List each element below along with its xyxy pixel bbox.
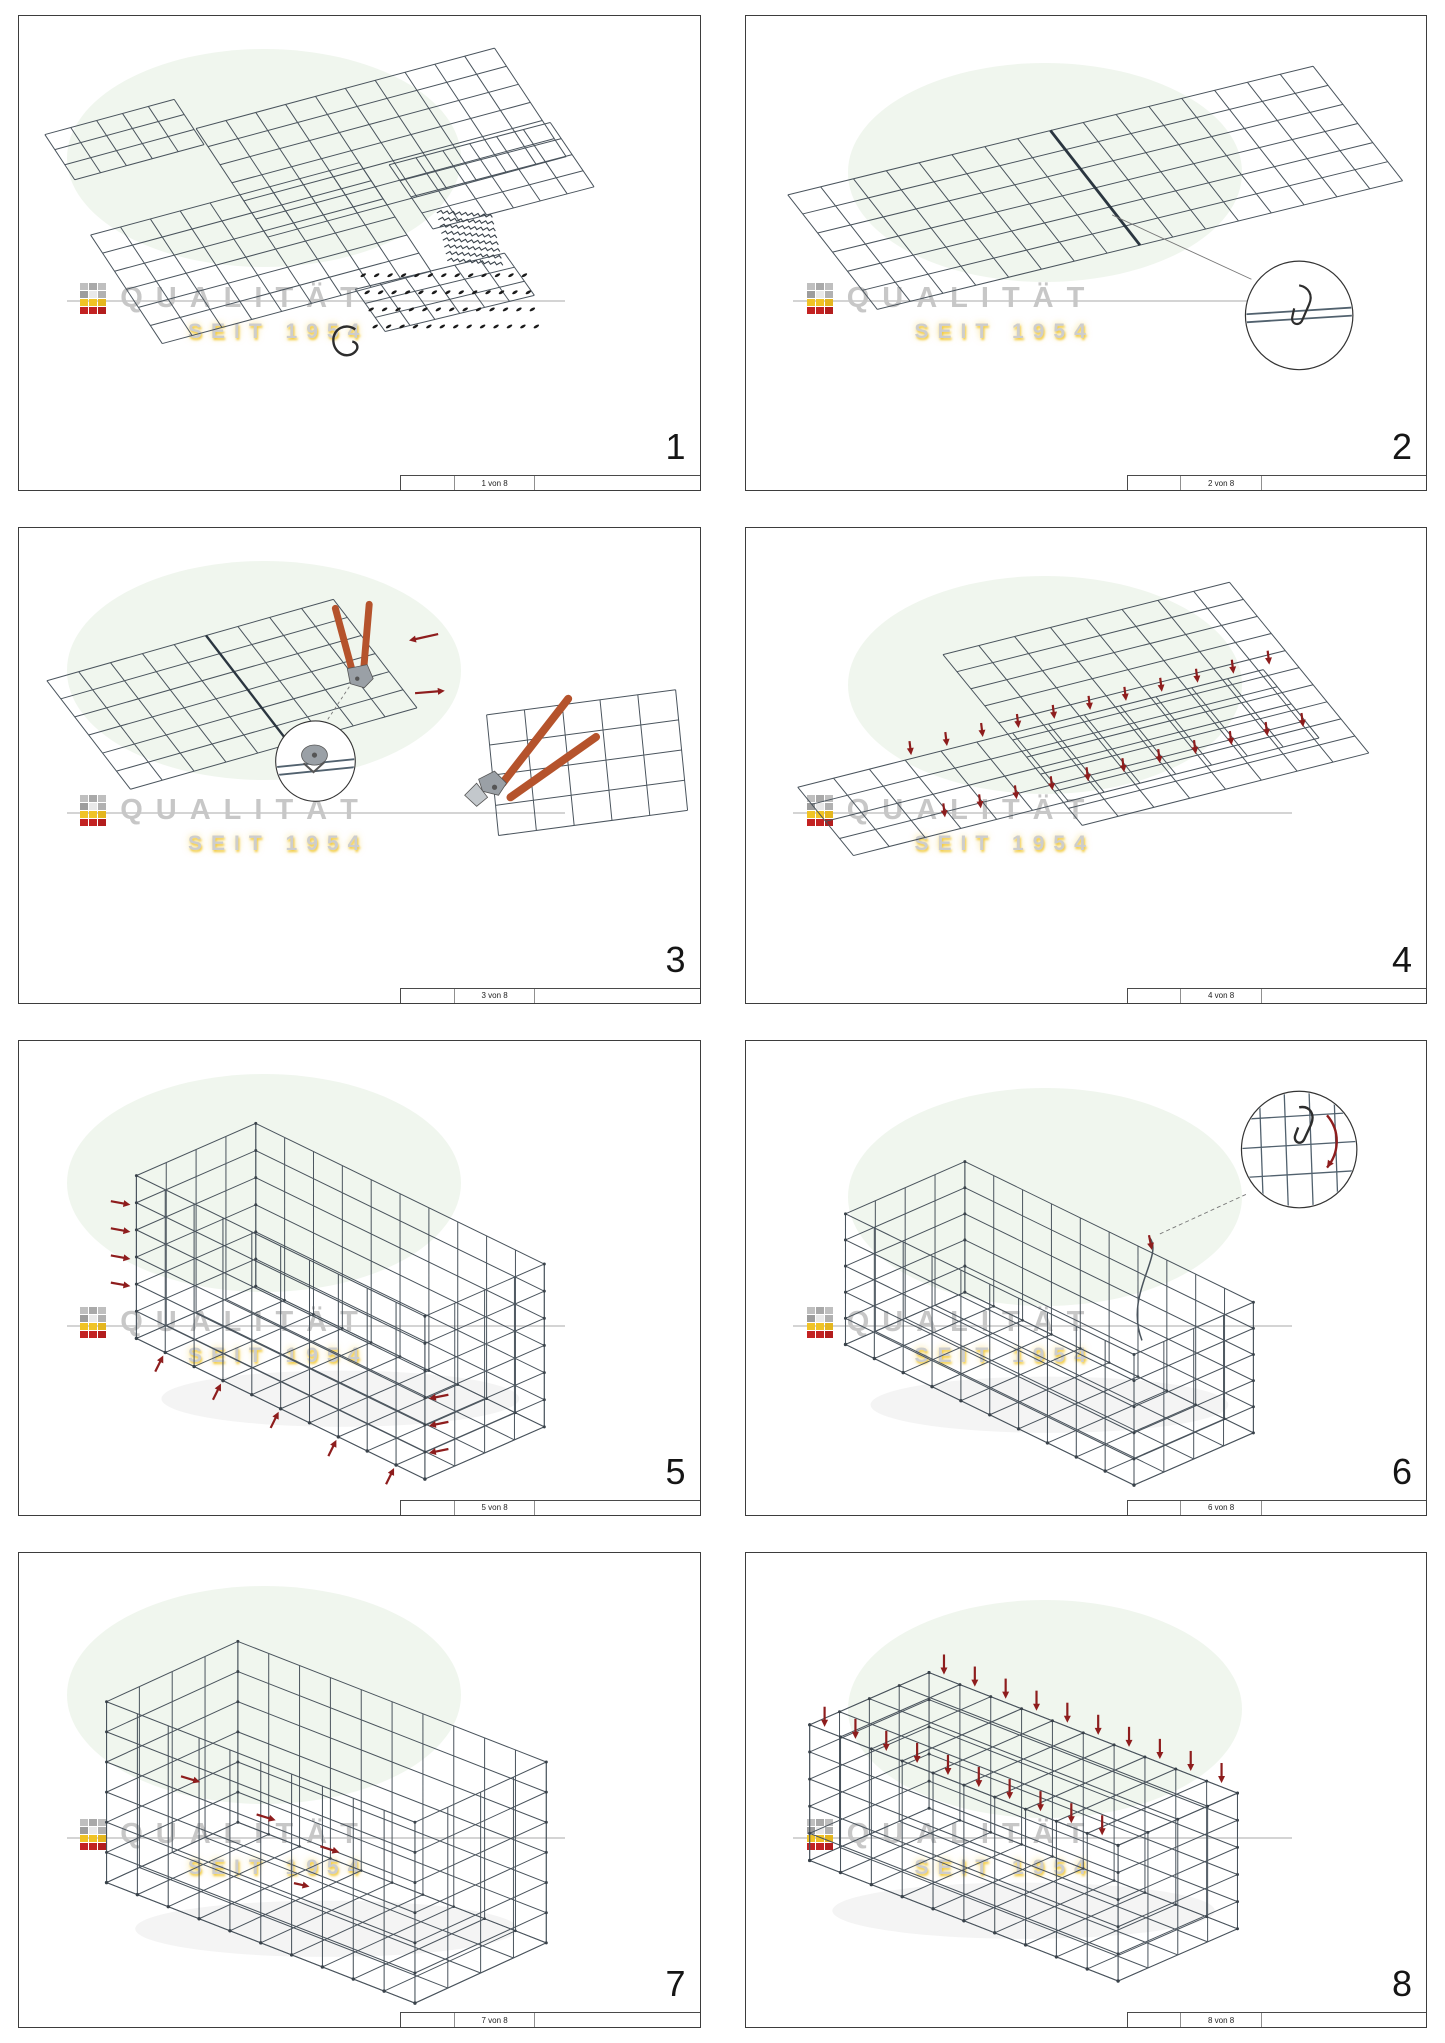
titleblock: 8 von 8: [1126, 2012, 1426, 2027]
titleblock: 4 von 8: [1126, 987, 1426, 1003]
sheet-counter: 1 von 8: [455, 476, 536, 491]
sheet-counter: 2 von 8: [1181, 476, 1262, 491]
sheet-counter: 4 von 8: [1181, 988, 1262, 1003]
titleblock: 6 von 8: [1126, 1499, 1426, 1515]
sheet-counter: 3 von 8: [455, 988, 536, 1003]
step-panel-7: QUALITÄT SEIT 1954 7 7 von 8: [18, 1551, 701, 2028]
titleblock-cell-empty: [1262, 1501, 1426, 1515]
titleblock-cell-empty: [535, 1501, 699, 1515]
titleblock-cell-empty: [1128, 476, 1182, 491]
step-number: 5: [665, 1450, 686, 1492]
step-3-drawing: [46, 599, 689, 837]
step-5-drawing: [110, 1121, 546, 1485]
step-panel-1: QUALITÄT SEIT 1954 1 1 von 8: [18, 15, 701, 492]
titleblock-cell-empty: [1262, 2013, 1426, 2027]
sheet-counter: 7 von 8: [455, 2013, 536, 2027]
titleblock: 5 von 8: [400, 1499, 700, 1515]
titleblock-cell-empty: [401, 2013, 455, 2027]
step-1-drawing: [44, 47, 595, 357]
titleblock: 1 von 8: [400, 475, 700, 491]
step-panel-6: QUALITÄT SEIT 1954 6 6 von 8: [744, 1039, 1427, 1516]
titleblock-cell-empty: [1128, 1500, 1182, 1515]
titleblock-cell-empty: [401, 1500, 455, 1515]
titleblock-cell-empty: [535, 476, 699, 490]
titleblock: 7 von 8: [400, 2012, 700, 2027]
step-number: 6: [1391, 1450, 1412, 1492]
titleblock-cell-empty: [1128, 988, 1182, 1003]
titleblock: 3 von 8: [400, 987, 700, 1003]
sheet-counter: 8 von 8: [1181, 2013, 1262, 2027]
step-panel-4: QUALITÄT SEIT 1954 4 4 von 8: [744, 527, 1427, 1004]
titleblock: 2 von 8: [1126, 475, 1426, 491]
step-4-drawing: [796, 582, 1369, 857]
step-number: 8: [1391, 1963, 1412, 2004]
step-number: 2: [1391, 426, 1412, 468]
step-number: 1: [665, 426, 686, 468]
titleblock-cell-empty: [1262, 989, 1426, 1003]
step-panel-3: QUALITÄT SEIT 1954 3 3 von 8: [18, 527, 701, 1004]
titleblock-cell-empty: [401, 476, 455, 491]
titleblock-cell-empty: [1262, 476, 1426, 490]
titleblock-cell-empty: [1128, 2013, 1182, 2027]
step-2-drawing: [786, 65, 1403, 371]
titleblock-cell-empty: [401, 988, 455, 1003]
titleblock-cell-empty: [535, 2013, 699, 2027]
sheet-counter: 6 von 8: [1181, 1500, 1262, 1515]
titleblock-cell-empty: [535, 989, 699, 1003]
step-8-drawing: [807, 1654, 1239, 1983]
sheet-counter: 5 von 8: [455, 1500, 536, 1515]
step-panel-5: QUALITÄT SEIT 1954 5 5 von 8: [18, 1039, 701, 1516]
step-7-drawing: [104, 1639, 548, 2005]
step-panel-2: QUALITÄT SEIT 1954 2 2 von 8: [744, 15, 1427, 492]
step-panel-8: QUALITÄT SEIT 1954 8 8 von 8: [744, 1551, 1427, 2028]
step-number: 7: [665, 1963, 686, 2004]
step-6-drawing: [843, 1090, 1357, 1487]
step-number: 4: [1391, 938, 1412, 980]
step-number: 3: [665, 938, 686, 980]
